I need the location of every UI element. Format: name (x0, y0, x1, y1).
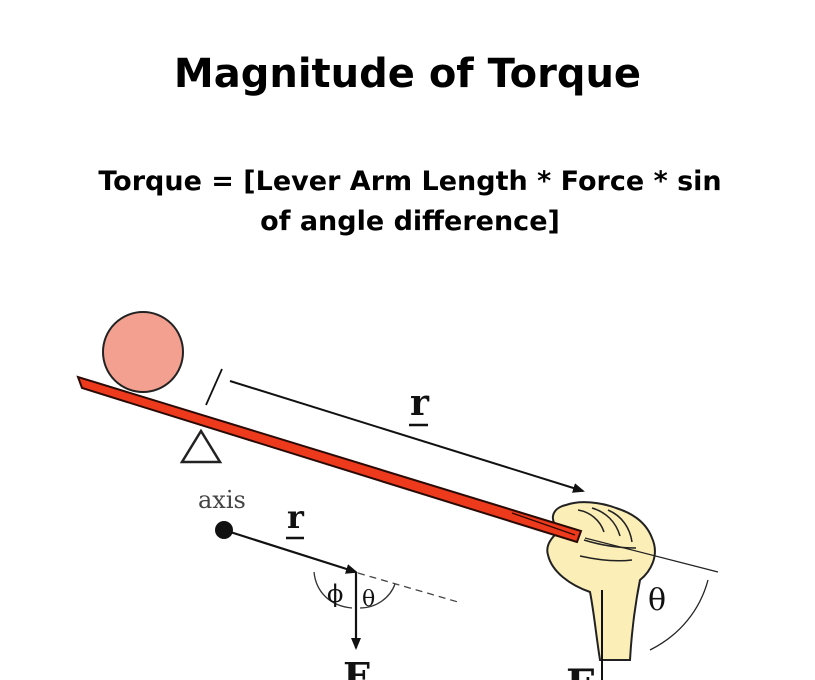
lever-bar (76, 375, 583, 544)
r-vector-small (223, 528, 358, 574)
r-label-top: r (410, 382, 430, 424)
fulcrum-triangle (179, 428, 223, 464)
formula-line-2: of angle difference] (260, 206, 560, 237)
phi-arc (313, 571, 353, 609)
lever-extension-line (584, 537, 719, 573)
force-label-right: F (566, 661, 594, 680)
r-extent-tick (205, 368, 223, 406)
theta-arc-hand (649, 579, 709, 651)
formula-line-1: Torque = [Lever Arm Length * Force * sin (98, 166, 722, 197)
theta-label-hand: θ (648, 583, 666, 618)
phi-label: ϕ (327, 580, 343, 608)
r-vector-arrow (229, 380, 585, 493)
r-label-bottom: r (287, 498, 305, 536)
force-label-left: F (343, 654, 370, 680)
r-small-extension (357, 572, 459, 603)
theta-label-small: θ (362, 587, 375, 612)
lever-grip-line (511, 512, 576, 536)
axis-label: axis (198, 486, 246, 514)
slide-title: Magnitude of Torque (173, 51, 642, 97)
torque-formula: Torque = [Lever Arm Length * Force * sin… (60, 162, 760, 242)
ball (102, 311, 184, 393)
theta-arc-small (359, 583, 396, 609)
